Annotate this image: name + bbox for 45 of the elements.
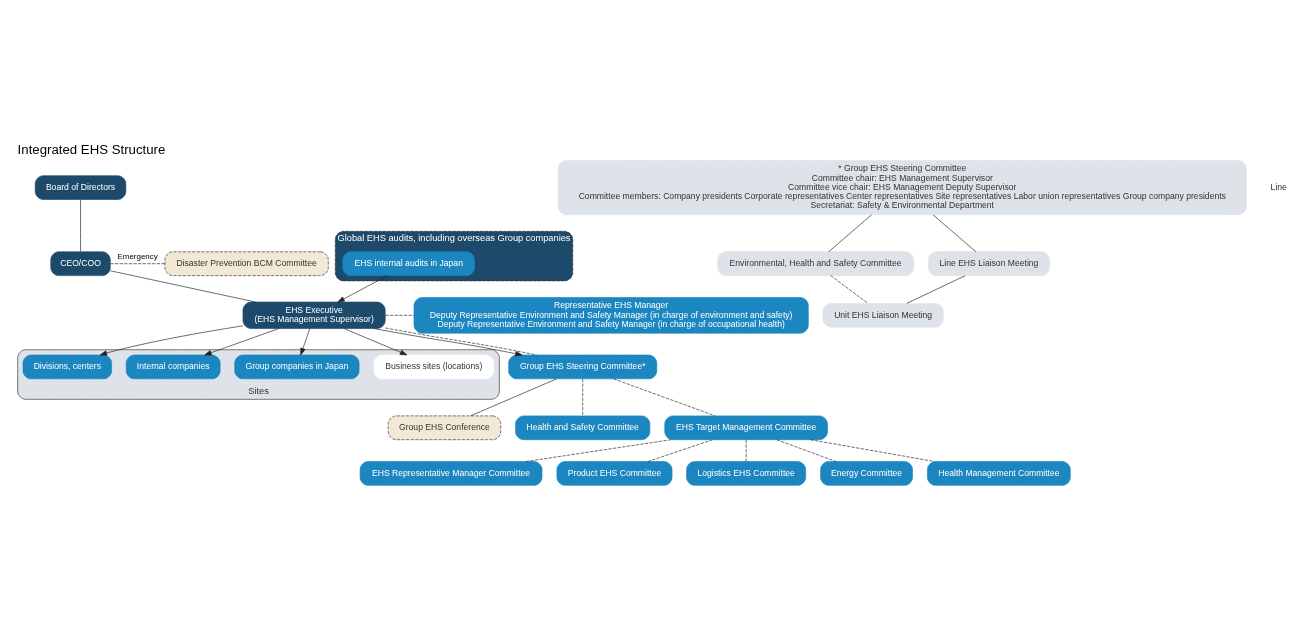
- node-box: Board of Directors: [34, 174, 127, 200]
- node-box: Energy Committee: [820, 460, 913, 486]
- node-box: Logistics EHS Committee: [686, 460, 806, 486]
- connector: [830, 274, 869, 304]
- node-box: Internal companies: [125, 354, 221, 379]
- node-box: EHS Representative Manager Committee: [359, 460, 543, 486]
- node-box: Health Management Committee: [927, 460, 1071, 486]
- node-box: Group EHS Steering Committee*: [508, 354, 658, 379]
- node-box: Unit EHS Liaison Meeting: [822, 302, 944, 328]
- node-box: EHS internal audits in Japan: [342, 250, 475, 276]
- connector: [828, 214, 872, 252]
- arrow: [344, 327, 408, 355]
- node-box: Business sites (locations): [373, 354, 495, 379]
- node-box: Disaster Prevention BCM Committee: [164, 250, 329, 276]
- node-box: EHS Executive (EHS Management Supervisor): [242, 301, 386, 329]
- node-box: Divisions, centers: [22, 354, 112, 379]
- label: Line: [1270, 181, 1287, 192]
- connector: [932, 214, 977, 252]
- connector: [80, 198, 81, 252]
- arrow: [373, 327, 523, 356]
- node-box: Line EHS Liaison Meeting: [928, 250, 1050, 276]
- node-box: EHS Target Management Committee: [664, 415, 828, 440]
- connector: [613, 378, 716, 416]
- node-box: * Group EHS Steering Committee Committee chair: EHS Management Supervisor Committee vice chair: EHS Management Deputy Supervisor Committee members: Company presidents Corporate representatives Center representatives Site representatives Labor union representatives Group company presidents Secretariat: Safety & Environmental Department: [557, 159, 1247, 215]
- connector: [110, 262, 166, 264]
- connector: [384, 327, 537, 355]
- arrow: [99, 325, 244, 356]
- node-box: CEO/COO: [50, 250, 111, 276]
- node-box: Group EHS Conference: [387, 415, 501, 440]
- connector: [525, 438, 672, 462]
- connector: [385, 314, 415, 316]
- node-box: Environmental, Health and Safety Committee: [717, 250, 914, 276]
- node-box: Product EHS Committee: [556, 460, 673, 486]
- arrow: [300, 327, 311, 355]
- node-box: Representative EHS Manager Deputy Representative Environment and Safety Manager (in charge of environment and safety) Deputy Representative Environment and Safety Manager (in charge of occupational health): [413, 296, 809, 333]
- connector: [810, 438, 935, 462]
- connector: [110, 269, 256, 302]
- node-box: Health and Safety Committee: [515, 415, 651, 440]
- diagram-title: Integrated EHS Structure: [17, 141, 166, 157]
- arrow: [337, 274, 388, 302]
- connector: [776, 438, 837, 462]
- arrow: [204, 327, 280, 355]
- connector: [906, 274, 966, 304]
- connector: [647, 438, 713, 462]
- node-box: Group companies in Japan: [234, 354, 360, 379]
